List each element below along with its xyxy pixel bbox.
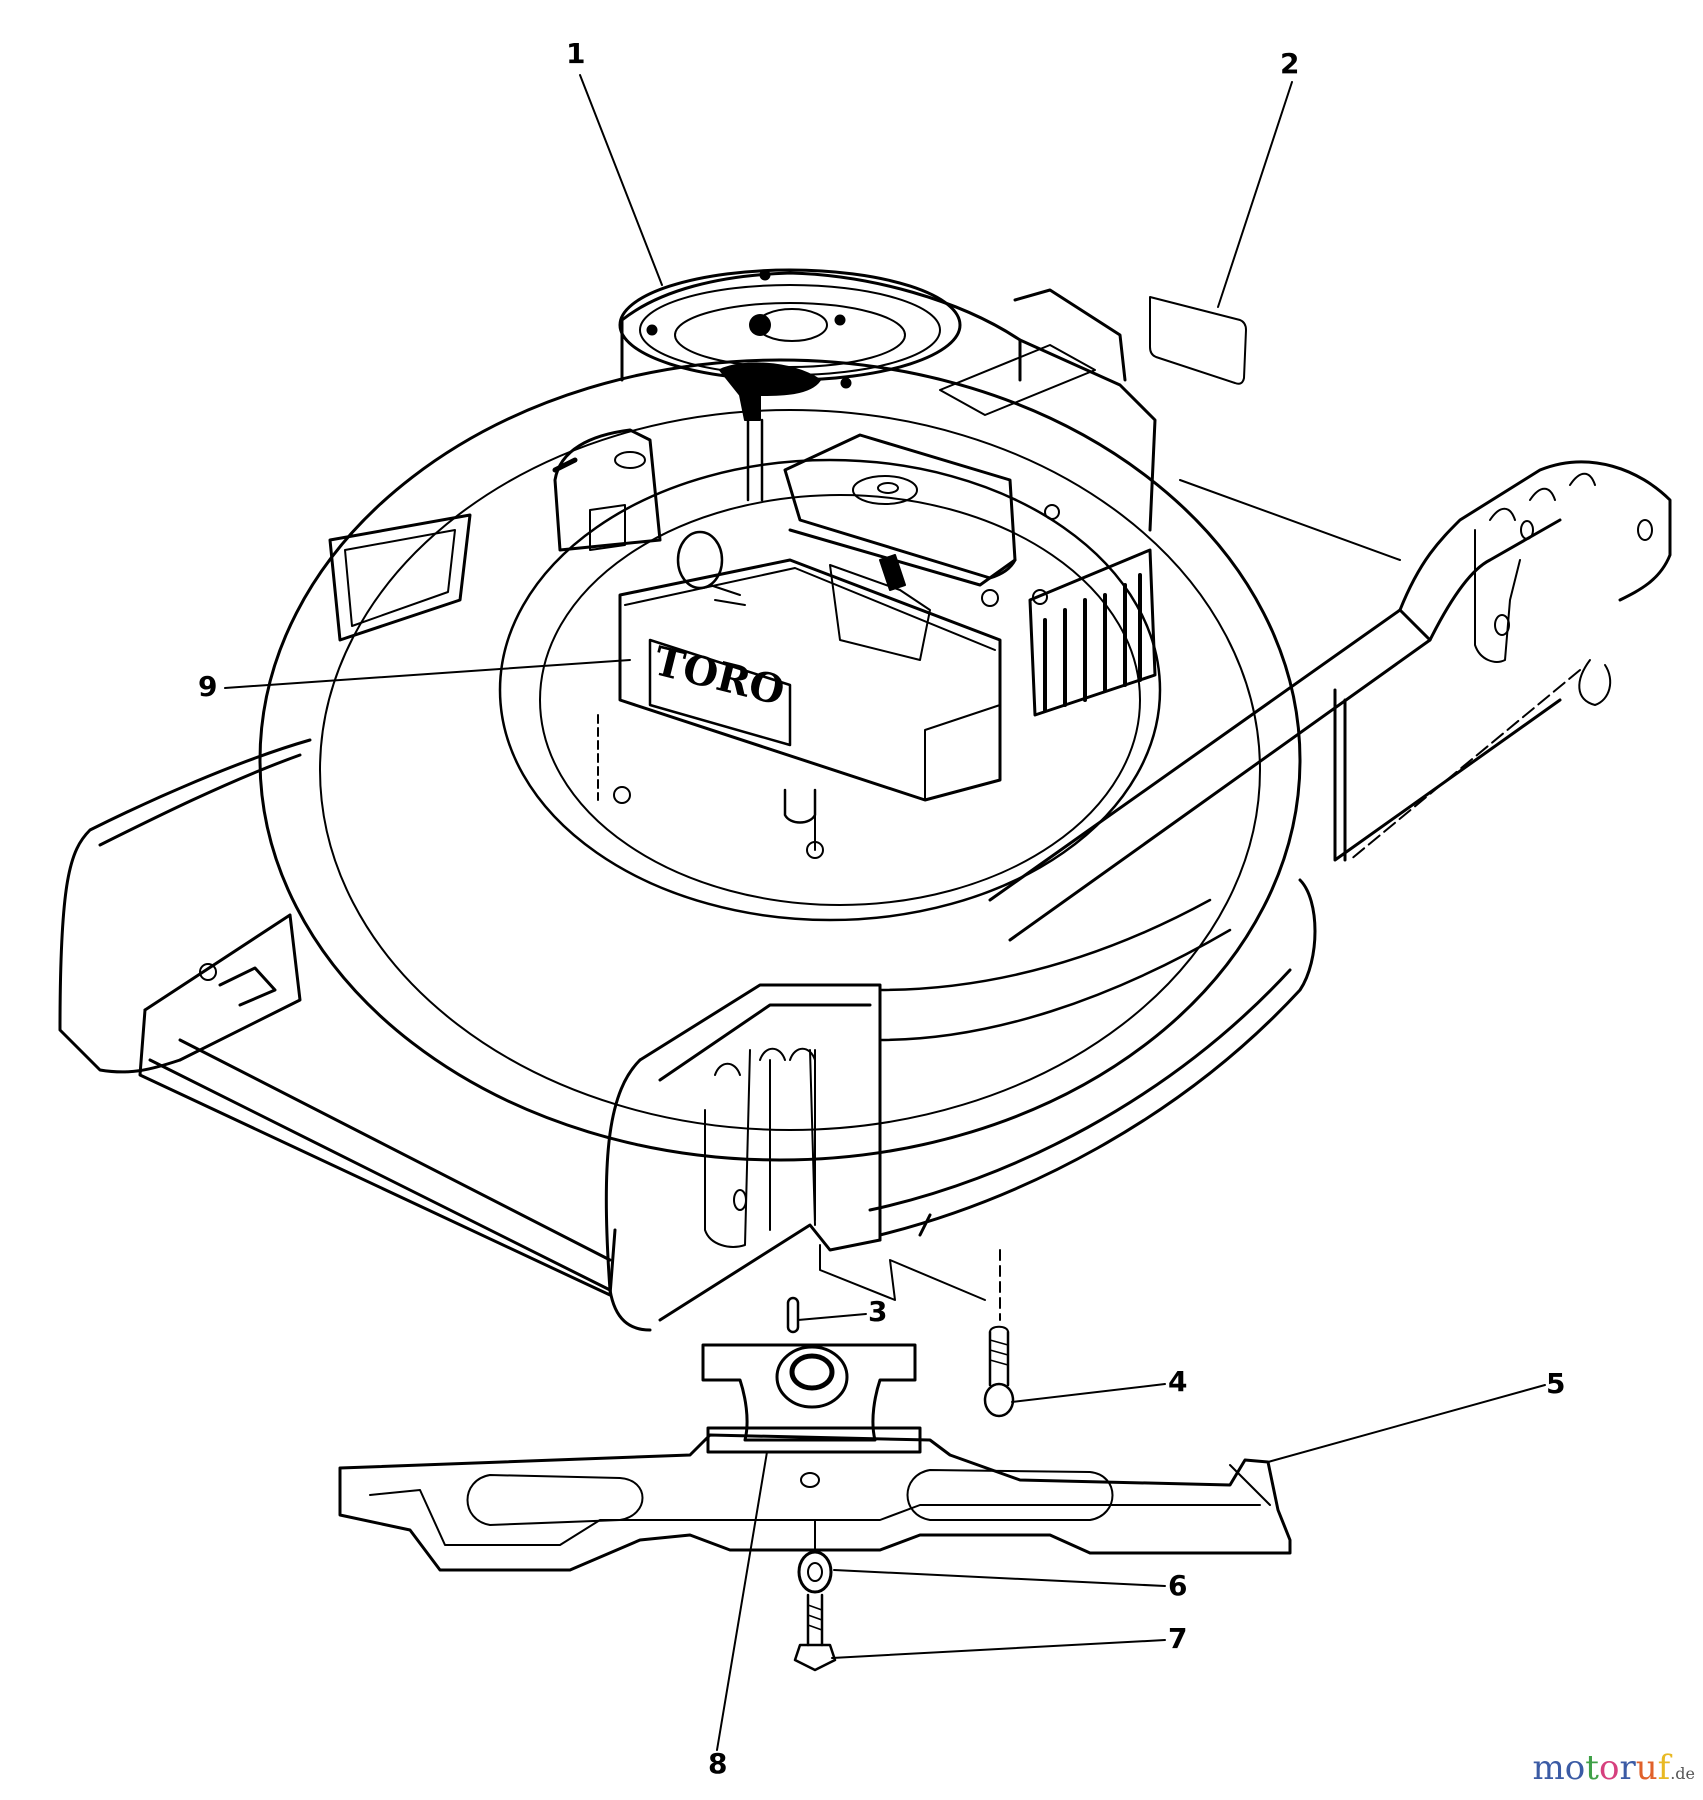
callout-3: 3 bbox=[868, 1295, 888, 1328]
watermark-letter: m bbox=[1532, 1748, 1565, 1788]
watermark-logo: motoruf.de bbox=[1533, 1748, 1695, 1788]
decal-part bbox=[1149, 296, 1247, 385]
callout-4: 4 bbox=[1168, 1365, 1188, 1398]
callout-leaders bbox=[224, 74, 1546, 1751]
watermark-letter: r bbox=[1619, 1748, 1636, 1788]
mower-deck bbox=[58, 358, 1672, 1332]
engine bbox=[552, 268, 1157, 859]
watermark-letter: u bbox=[1635, 1748, 1658, 1788]
watermark-letter: o bbox=[1564, 1748, 1586, 1788]
blade-assembly bbox=[338, 1049, 1292, 1672]
callout-6: 6 bbox=[1168, 1569, 1188, 1602]
watermark-tld: .de bbox=[1670, 1764, 1695, 1783]
watermark-letter: t bbox=[1585, 1748, 1599, 1788]
watermark-letter: o bbox=[1598, 1748, 1620, 1788]
callout-8: 8 bbox=[708, 1747, 728, 1780]
engine-brand-label: TORO bbox=[649, 637, 789, 715]
callout-2: 2 bbox=[1280, 47, 1300, 80]
callout-7: 7 bbox=[1168, 1622, 1188, 1655]
callout-5: 5 bbox=[1546, 1367, 1566, 1400]
callout-1: 1 bbox=[566, 37, 586, 70]
watermark-letter: f bbox=[1657, 1748, 1671, 1788]
callout-9: 9 bbox=[198, 670, 218, 703]
